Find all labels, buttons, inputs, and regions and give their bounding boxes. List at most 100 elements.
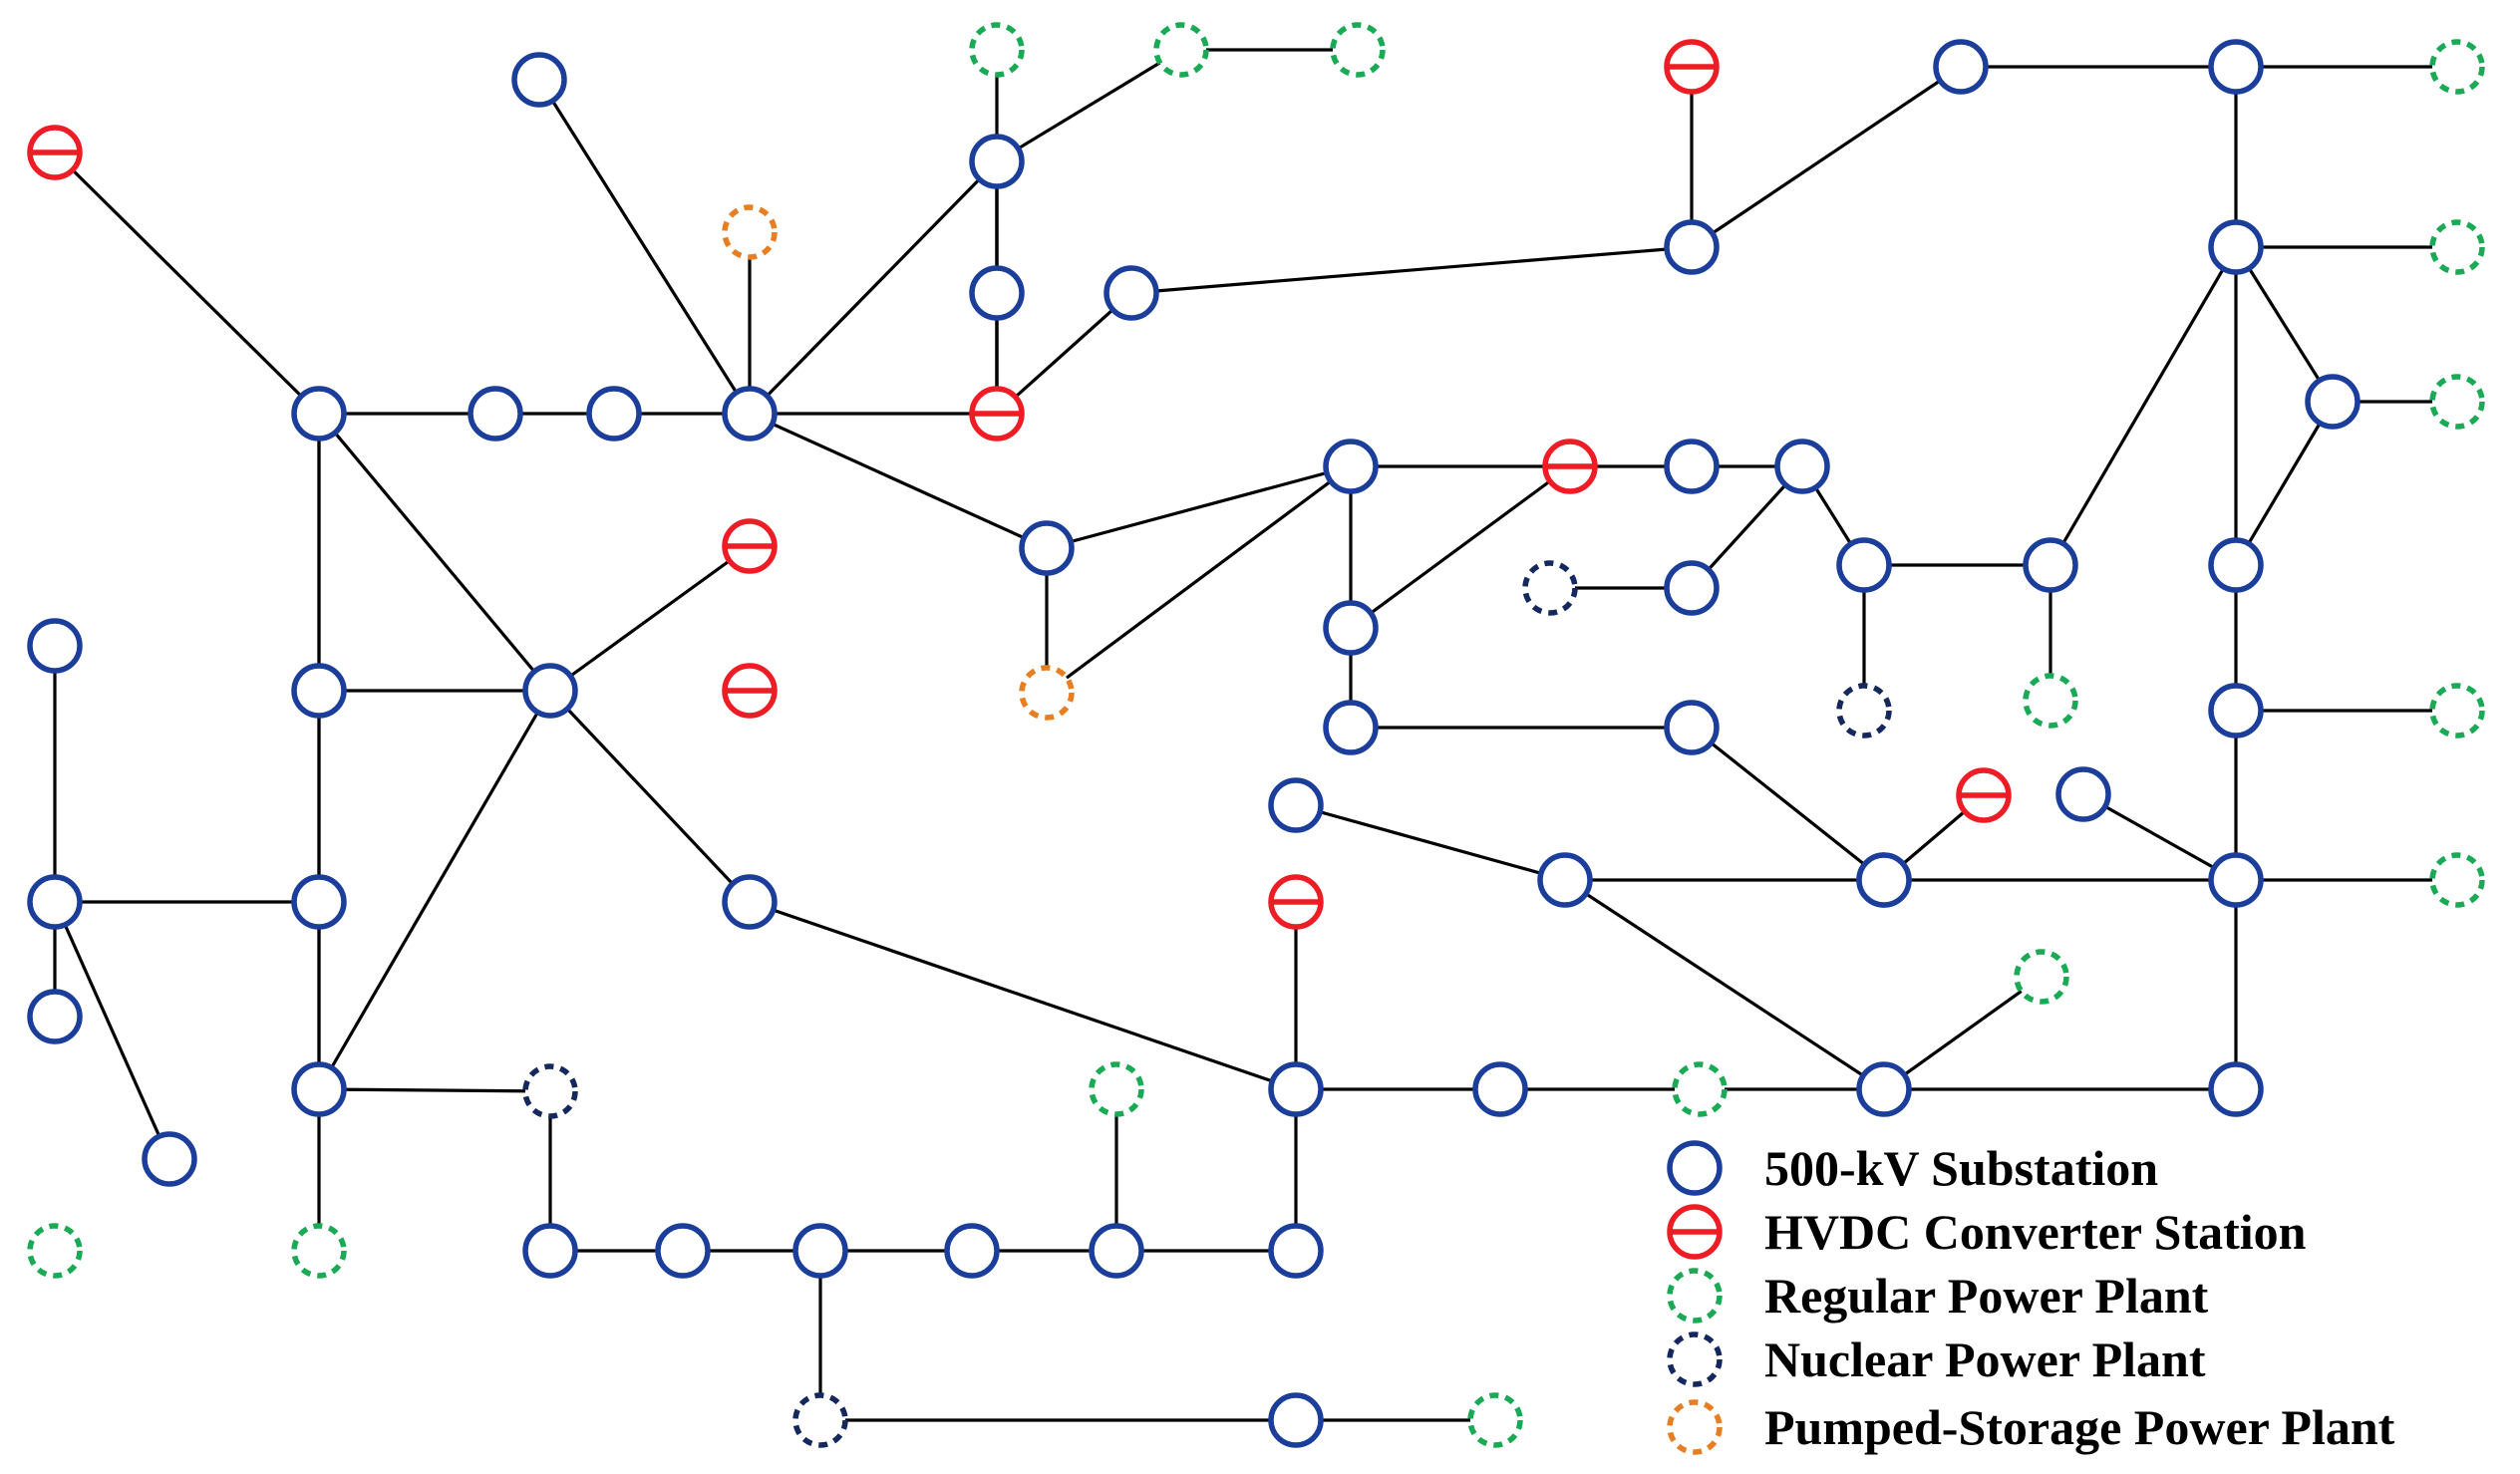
node-regular-r_r1: [2429, 39, 2485, 95]
substation-symbol: [2208, 852, 2264, 908]
substation-symbol: [291, 874, 347, 930]
node-substation-s_r: [655, 1223, 711, 1279]
substation-symbol: [1664, 439, 1720, 494]
substation-symbol: [27, 874, 83, 930]
node-substation-s_ac: [1664, 219, 1720, 275]
node-regular-r_r4: [2429, 683, 2485, 738]
substation-symbol: [944, 1223, 1000, 1279]
line-s_ac-s_aq: [1691, 65, 1962, 249]
substation-symbol: [291, 1061, 347, 1117]
substation-symbol: [969, 265, 1025, 321]
node-regular-r_top3: [1330, 22, 1386, 78]
node-regular-r_r2: [2429, 852, 2485, 908]
node-regular-r_l2: [291, 1223, 347, 1279]
line-s_z-r_m2: [1883, 975, 2043, 1091]
legend-label-substation: 500-kV Substation: [1764, 1140, 2158, 1196]
line-s_i-s_n: [548, 689, 752, 904]
node-substation-s_e: [969, 134, 1025, 189]
regular-symbol: [2429, 683, 2485, 738]
substation-symbol: [1268, 1392, 1324, 1448]
grid-nodes: [27, 22, 2485, 1448]
substation-symbol: [291, 663, 347, 719]
legend-pumped-symbol: [1667, 1399, 1723, 1455]
regular-symbol: [2429, 219, 2485, 275]
node-regular-r_m2: [2014, 949, 2069, 1005]
node-pumped-p_top: [722, 204, 778, 260]
line-s_aj-s_as: [2048, 246, 2238, 566]
node-substation-s_l: [27, 989, 83, 1044]
substation-symbol: [1537, 852, 1593, 908]
node-substation-s_ap: [2305, 374, 2361, 430]
regular-symbol: [1089, 1061, 1144, 1117]
node-substation-s_e2: [969, 265, 1025, 321]
node-substation-s_v: [1268, 1223, 1324, 1279]
legend: 500-kV Substation HVDC Converter Station…: [1667, 1140, 2395, 1455]
regular-symbol: [1467, 1392, 1523, 1448]
substation-symbol: [468, 386, 523, 442]
node-hvdc-h8: [1956, 767, 2012, 823]
regular-symbol: [2429, 852, 2485, 908]
substation-symbol: [2208, 1061, 2264, 1117]
node-substation-s_ag: [1774, 439, 1830, 494]
legend-item-pumped: Pumped-Storage Power Plant: [1667, 1399, 2395, 1455]
regular-symbol: [1330, 22, 1386, 78]
substation-symbol: [522, 663, 578, 719]
node-hvdc-h1: [27, 125, 83, 180]
node-substation-s_aj: [2023, 537, 2078, 593]
regular-symbol: [2023, 673, 2078, 729]
substation-symbol: [142, 1131, 197, 1187]
regular-symbol: [1153, 22, 1209, 78]
substation-symbol: [1836, 537, 1892, 593]
substation-symbol: [2305, 374, 2361, 430]
node-substation-s_ai: [1836, 537, 1892, 593]
node-substation-s_x: [1268, 1061, 1324, 1117]
node-substation-s_an: [1856, 852, 1912, 908]
substation-symbol: [2208, 537, 2264, 593]
substation-symbol: [1664, 219, 1720, 275]
substation-symbol: [1664, 560, 1720, 616]
line-s_p-n_l: [318, 1087, 551, 1093]
node-substation-s_b: [468, 386, 523, 442]
substation-symbol: [1323, 439, 1379, 494]
node-regular-r_b1: [1089, 1061, 1144, 1117]
line-s_as-s_ap: [2234, 246, 2335, 403]
node-nuclear-n_m: [1522, 560, 1578, 616]
substation-symbol: [586, 386, 642, 442]
substation-symbol: [655, 1223, 711, 1279]
substation-symbol: [2208, 39, 2264, 95]
line-s_ac-s_e3: [1130, 245, 1693, 295]
line-s_ap-r_r6: [2234, 401, 2335, 566]
node-hvdc-h3: [722, 518, 778, 574]
substation-symbol: [1933, 39, 1989, 95]
node-substation-s_at: [2208, 683, 2264, 738]
node-substation-s_y: [1472, 1061, 1528, 1117]
node-substation-s_a: [291, 386, 347, 442]
line-s_d-s_f: [749, 412, 1048, 550]
substation-symbol: [1323, 600, 1379, 656]
node-substation-s_h: [291, 663, 347, 719]
line-h1-s_a: [53, 150, 321, 416]
node-substation-s_j: [27, 618, 83, 674]
substation-symbol: [2023, 537, 2078, 593]
line-s_am-s_z: [1564, 878, 1885, 1091]
line-s_ae-s_ak: [1691, 726, 1885, 882]
substation-symbol: [1268, 1061, 1324, 1117]
node-substation-s_ao: [2208, 852, 2264, 908]
node-hvdc-h6: [1542, 439, 1598, 494]
substation-symbol: [522, 1223, 578, 1279]
regular-symbol: [969, 22, 1025, 78]
substation-symbol: [1323, 700, 1379, 755]
substation-symbol: [1774, 439, 1830, 494]
node-substation-s_aq: [1933, 39, 1989, 95]
node-substation-s_al: [1268, 777, 1324, 833]
regular-symbol: [1672, 1061, 1728, 1117]
node-substation-s_au: [2055, 766, 2111, 822]
legend-item-substation: 500-kV Substation: [1667, 1140, 2158, 1196]
node-regular-r_b3: [1672, 1061, 1728, 1117]
node-regular-r_r5: [2429, 374, 2485, 430]
node-nuclear-n_l: [522, 1063, 578, 1119]
node-substation-s_q: [522, 1223, 578, 1279]
line-s_d-s_e: [748, 159, 999, 416]
node-substation-s_z: [1856, 1061, 1912, 1117]
